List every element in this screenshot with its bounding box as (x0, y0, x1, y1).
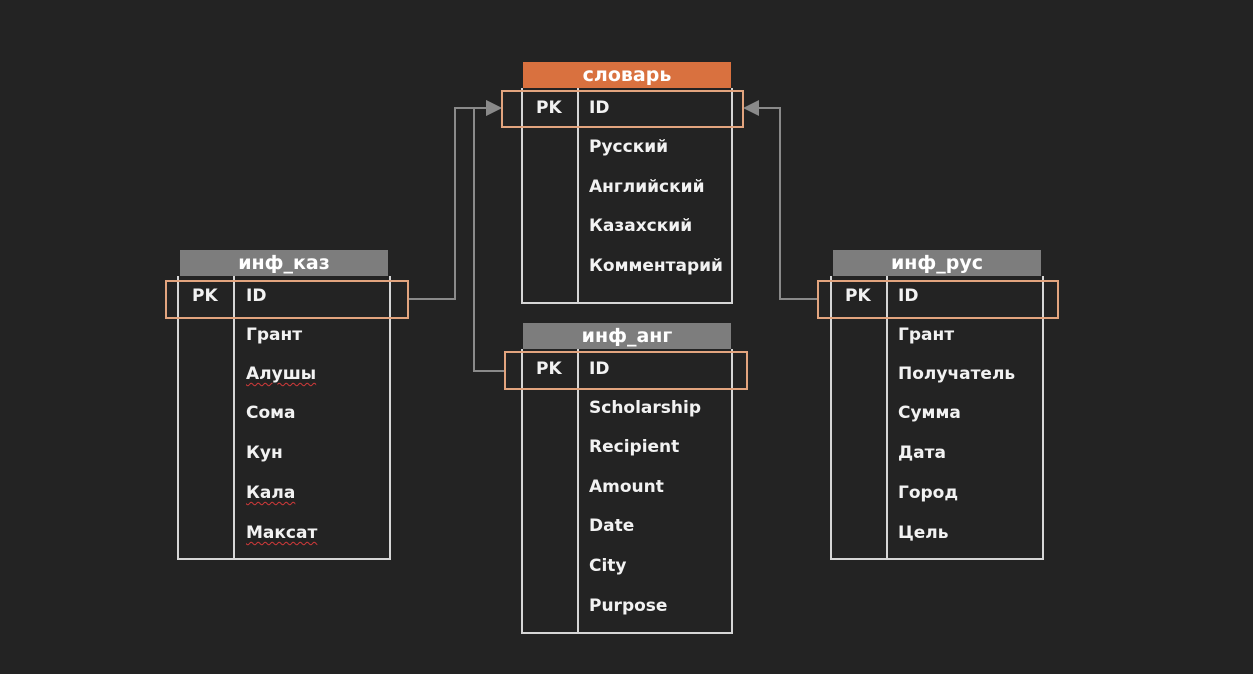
field: Русский (589, 137, 669, 157)
table-title: инф_анг (523, 323, 731, 349)
table-body (830, 276, 1044, 560)
field: Сома (246, 403, 296, 423)
table-body (177, 276, 391, 560)
pk-label: PK (192, 286, 218, 306)
key-field: ID (246, 286, 267, 306)
field: Кала (246, 483, 296, 503)
connector-inf-kaz-to-slovar (409, 100, 502, 300)
field: Алушы (246, 364, 317, 384)
field: Английский (589, 177, 705, 197)
pk-row-highlight (817, 280, 1059, 319)
field: Получатель (898, 364, 1016, 384)
field: Purpose (589, 596, 668, 616)
field: Дата (898, 443, 946, 463)
key-field: ID (589, 98, 610, 118)
table-title: словарь (523, 62, 731, 88)
field: Recipient (589, 437, 680, 457)
field: Город (898, 483, 959, 503)
field: Грант (246, 325, 303, 345)
field: Date (589, 516, 635, 536)
pk-label: PK (845, 286, 871, 306)
field: Кун (246, 443, 283, 463)
field: Казахский (589, 216, 693, 236)
column-divider (886, 276, 888, 558)
column-divider (233, 276, 235, 558)
pk-label: PK (536, 359, 562, 379)
field: Scholarship (589, 398, 702, 418)
table-title: инф_каз (180, 250, 388, 276)
pk-label: PK (536, 98, 562, 118)
field: Комментарий (589, 256, 723, 276)
field: Максат (246, 523, 318, 543)
field: Сумма (898, 403, 961, 423)
table-title: инф_рус (833, 250, 1041, 276)
key-field: ID (589, 359, 610, 379)
table-body (521, 88, 733, 304)
pk-row-highlight (504, 351, 748, 390)
column-divider (577, 349, 579, 632)
field: Грант (898, 325, 955, 345)
connector-inf-rus-to-slovar (743, 100, 818, 300)
connector-inf-ang-to-slovar (473, 100, 505, 372)
field: City (589, 556, 627, 576)
pk-row-highlight (165, 280, 409, 319)
pk-row-highlight (501, 90, 744, 128)
field: Amount (589, 477, 664, 497)
field: Цель (898, 523, 949, 543)
table-body (521, 349, 733, 634)
key-field: ID (898, 286, 919, 306)
column-divider (577, 88, 579, 302)
